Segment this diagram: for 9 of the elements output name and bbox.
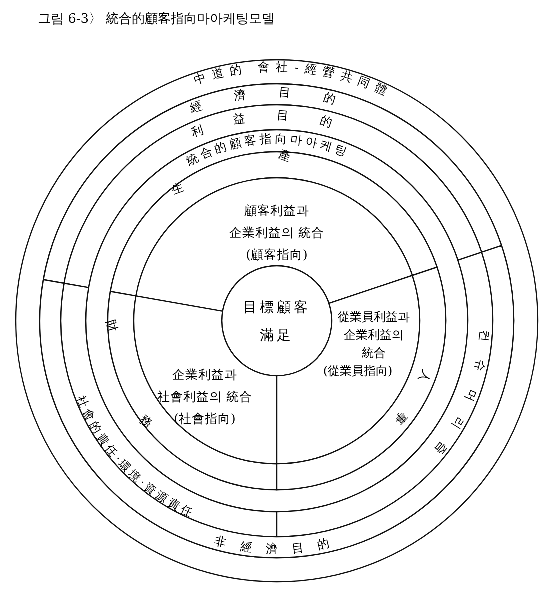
sector-text: (從業員指向) (323, 363, 393, 380)
sector-text: 從業員利益과 企業利益의 統合 (337, 309, 411, 362)
sector-text: (顧客指向) (246, 246, 308, 264)
sector-text: 企業利益과 社會利益의 統合 (156, 366, 254, 406)
figure-title: 그림 6-3〉 統合的顧客指向마아케팅모델 (38, 11, 276, 28)
band-label: 非經濟目的 (213, 532, 345, 556)
sector-text: (社會指向) (174, 410, 236, 428)
sector-text: 目標顧客滿足 (242, 299, 312, 346)
sector-text: 顧客利益과 企業利益의 統合 (228, 202, 326, 242)
